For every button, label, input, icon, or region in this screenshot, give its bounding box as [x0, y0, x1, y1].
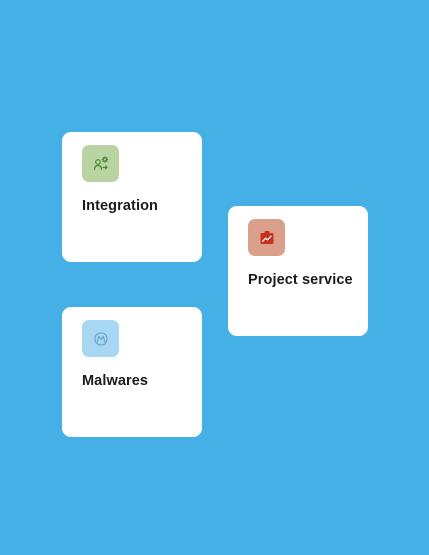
malwares-label: Malwares [82, 373, 149, 389]
integration-icon-tile [82, 145, 119, 182]
project-service-icon-tile [248, 219, 285, 256]
malware-icon [93, 331, 108, 346]
chart-board-icon [260, 230, 273, 244]
project-service-label: Project service [248, 272, 353, 288]
integration-label: Integration [82, 198, 159, 214]
malwares-icon-tile [82, 320, 119, 357]
malwares-card[interactable]: Malwares [62, 307, 202, 437]
project-service-card[interactable]: Project service [228, 206, 368, 336]
integration-card[interactable]: Integration [62, 132, 202, 262]
users-gear-icon [93, 155, 108, 170]
